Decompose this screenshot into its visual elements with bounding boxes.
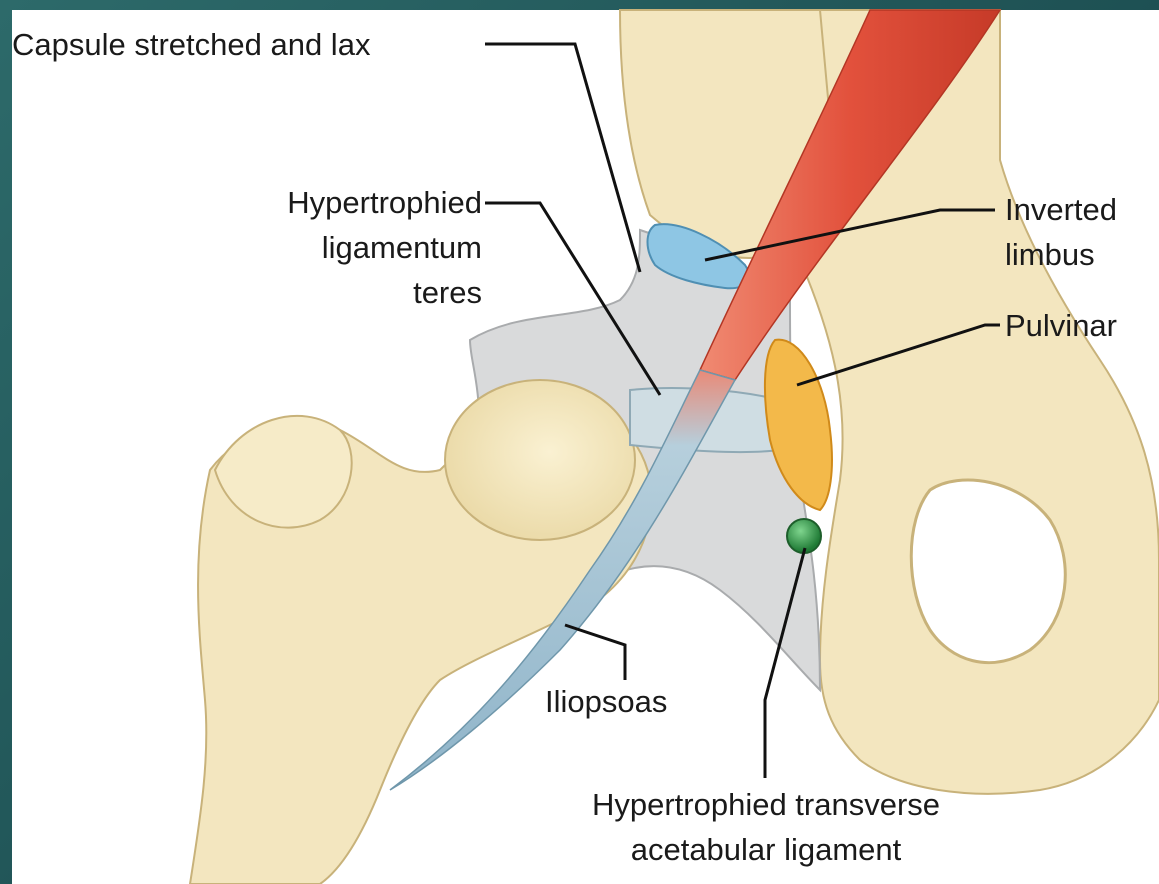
label-transverse-line2: acetabular ligament [631,832,902,867]
label-transverse-line1: Hypertrophied transverse [592,787,940,822]
label-ligamentum-line3: teres [413,275,482,310]
label-ligamentum-line2: ligamentum [322,230,482,265]
label-limbus-line2: limbus [1005,237,1095,272]
femoral-head [445,380,635,540]
label-pulvinar: Pulvinar [1005,308,1117,343]
label-limbus-line1: Inverted [1005,192,1117,227]
label-ligamentum-line1: Hypertrophied [287,185,482,220]
label-capsule: Capsule stretched and lax [12,27,371,62]
label-iliopsoas: Iliopsoas [545,684,667,719]
